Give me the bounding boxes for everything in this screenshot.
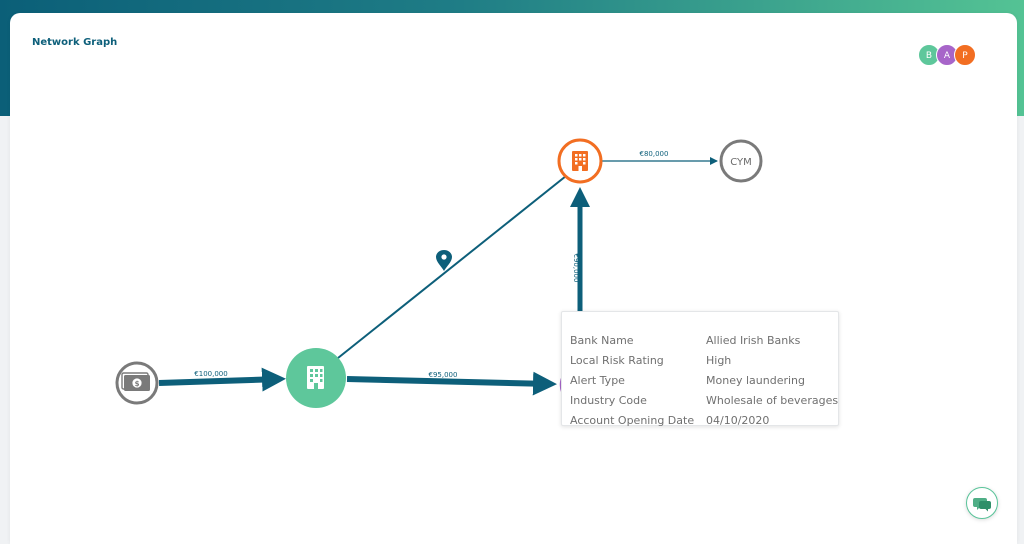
node-company-orange[interactable] bbox=[557, 138, 603, 184]
edge-green-company-to-orange-company[interactable] bbox=[337, 175, 567, 359]
edge-cash-to-green-company[interactable] bbox=[158, 367, 286, 392]
building-icon bbox=[307, 366, 324, 389]
tooltip-key: Bank Name bbox=[570, 334, 634, 347]
node-company-green[interactable] bbox=[286, 348, 346, 408]
tooltip-value: Allied Irish Banks bbox=[706, 334, 801, 347]
tooltip-key: Local Risk Rating bbox=[570, 354, 664, 367]
node-cash[interactable]: $ bbox=[115, 361, 159, 405]
page-title: Network Graph bbox=[32, 37, 118, 48]
network-graph-card: Network Graph B A P bbox=[10, 13, 1017, 544]
node-cym[interactable]: CYM bbox=[719, 139, 763, 183]
tooltip-value: High bbox=[706, 354, 732, 367]
chat-icon bbox=[972, 497, 991, 511]
tooltip-value: Wholesale of beverages bbox=[706, 394, 839, 407]
location-pin-icon[interactable] bbox=[436, 250, 452, 271]
edge-green-company-to-purple-node[interactable] bbox=[346, 371, 557, 396]
edge-label-100000: €100,000 bbox=[194, 370, 227, 378]
tooltip-value: Money laundering bbox=[706, 374, 805, 387]
svg-text:$: $ bbox=[135, 380, 140, 388]
edge-label-80000: €80,000 bbox=[640, 150, 669, 158]
edge-label-95000: €95,000 bbox=[429, 371, 458, 379]
tooltip-value: 04/10/2020 bbox=[706, 414, 770, 427]
avatar-p[interactable]: P bbox=[954, 44, 976, 66]
tooltip-key: Alert Type bbox=[570, 374, 625, 387]
building-icon bbox=[572, 151, 588, 171]
tooltip-key: Industry Code bbox=[570, 394, 647, 407]
chat-button[interactable] bbox=[966, 487, 998, 519]
tooltip-key: Account Opening Date bbox=[570, 414, 695, 427]
edge-label-90000: €90,000 bbox=[572, 254, 580, 283]
node-cym-label: CYM bbox=[730, 157, 752, 168]
cash-icon: $ bbox=[121, 372, 150, 391]
node-details-tooltip: Bank Name Allied Irish Banks Local Risk … bbox=[561, 311, 839, 427]
avatar-group: B A P bbox=[918, 44, 988, 66]
